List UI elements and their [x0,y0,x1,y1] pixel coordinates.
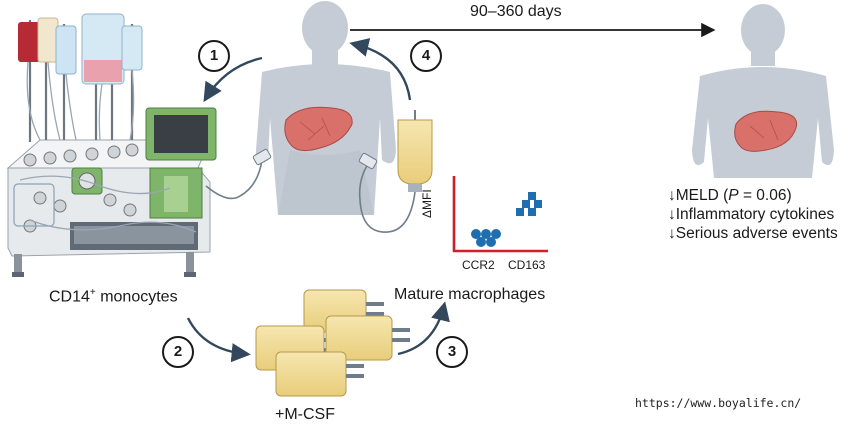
liver-right [734,110,798,152]
monocytes-label-suffix: monocytes [95,288,178,306]
chart-tick-cd163: CD163 [508,258,546,272]
cd163-point [522,200,530,208]
outcome-meld-suffix: = 0.06) [738,187,792,204]
chart-tick-ccr2: CCR2 [462,258,495,272]
arrow-step-2 [186,317,251,363]
arrow-step-4 [349,38,412,101]
apheresis-machine [6,13,217,277]
ccr2-point [471,229,481,239]
outcome-adverse: ↓Serious adverse events [668,225,838,242]
ccr2-point [481,229,491,239]
outcome-meld: ↓MELD (P = 0.06) [668,186,792,205]
infusion-bag [358,110,433,233]
patient-body-right [692,4,834,178]
ccr2-point [476,237,486,247]
monocytes-label-sup: + [89,287,96,298]
timeline-label: 90–360 days [470,3,562,20]
ccr2-point [486,237,496,247]
cd163-point [516,208,524,216]
macrophages-label: Mature macrophages [394,286,546,303]
culture-bag [325,315,410,361]
ccr2-point [491,229,501,239]
step-badge-3: 3 [436,336,468,368]
tube-machine-to-arm [205,159,263,200]
cd163-point [528,192,536,200]
arm-catheter-left [252,148,272,166]
outcome-meld-p: P [728,187,739,204]
cd163-point [528,208,536,216]
liver-center [284,106,353,152]
mcsf-label: +M-CSF [275,406,335,423]
monocytes-label: CD14+ monocytes [49,287,178,306]
monocytes-label-prefix: CD14 [49,288,90,306]
step-badge-1: 1 [198,40,230,72]
mfi-chart [452,176,548,253]
arrow-step-1 [203,56,263,103]
outcome-meld-prefix: ↓MELD ( [668,187,729,204]
outcome-cytokines: ↓Inflammatory cytokines [668,206,835,223]
culture-bags [255,289,410,397]
watermark-url: https://www.boyalife.cn/ [635,396,802,410]
chart-y-label: ΔMFI [420,189,434,218]
ccr2-points [471,229,501,247]
culture-bag [275,351,364,397]
step-badge-2: 2 [162,336,194,368]
arrow-step-3 [397,301,450,356]
step-badge-4: 4 [410,40,442,72]
cd163-points [516,192,542,216]
cd163-point [534,200,542,208]
